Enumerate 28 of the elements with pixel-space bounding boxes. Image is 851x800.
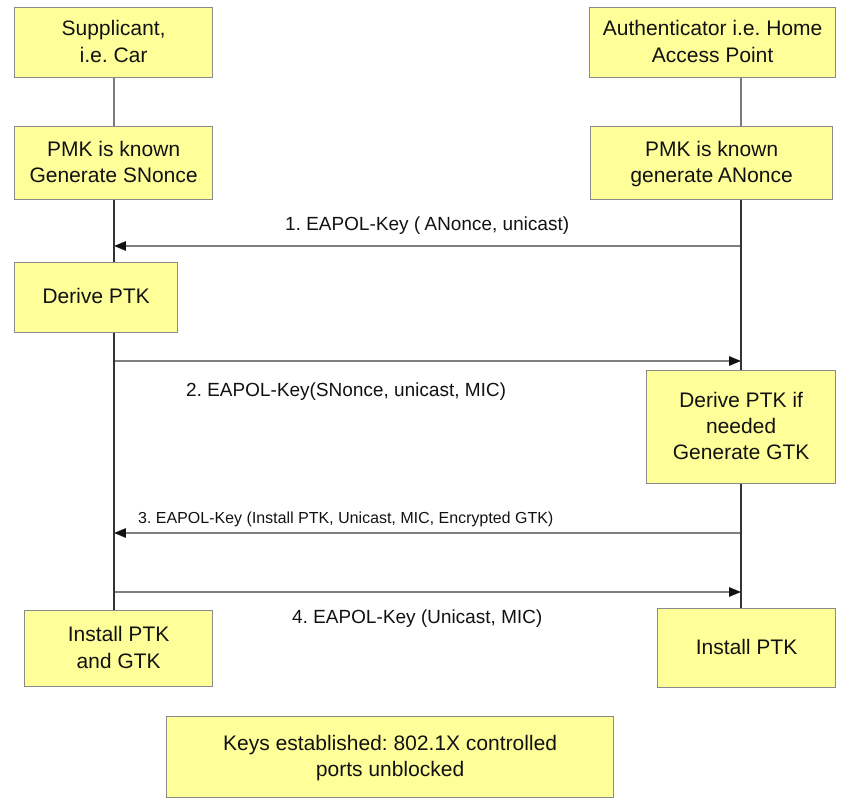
message-arrow: [114, 241, 740, 251]
note-box: [14, 126, 213, 200]
box-text: PMK is known Generate SNonce: [28, 136, 199, 189]
note-box: [14, 262, 178, 333]
box-text: Derive PTK: [42, 284, 150, 310]
lifeline: [113, 200, 115, 262]
message-arrow: [115, 587, 741, 597]
message-arrow: [115, 356, 741, 366]
box-text: Install PTK: [696, 634, 798, 661]
box-text: Authenticator i.e. Home Access Point: [602, 16, 824, 68]
note-box: [14, 7, 213, 78]
box-text: Keys established: 802.1X controlled ports unblocked: [222, 730, 558, 783]
note-box: [589, 7, 836, 78]
message-arrow: [114, 528, 740, 538]
note-box: [590, 126, 833, 200]
note-box: [166, 716, 614, 798]
box-text: Derive PTK if needed Generate GTK: [672, 388, 810, 466]
box-text: Install PTK and GTK: [66, 622, 170, 674]
note-box: [646, 370, 836, 484]
lifeline: [740, 78, 742, 126]
lifeline: [740, 484, 742, 608]
note-box: [24, 610, 213, 687]
lifeline: [113, 78, 115, 126]
note-box: [657, 608, 836, 688]
box-text: PMK is known generate ANonce: [629, 136, 794, 189]
lifeline: [113, 333, 115, 610]
lifeline: [740, 200, 742, 370]
box-text: Supplicant, i.e. Car: [60, 16, 166, 68]
